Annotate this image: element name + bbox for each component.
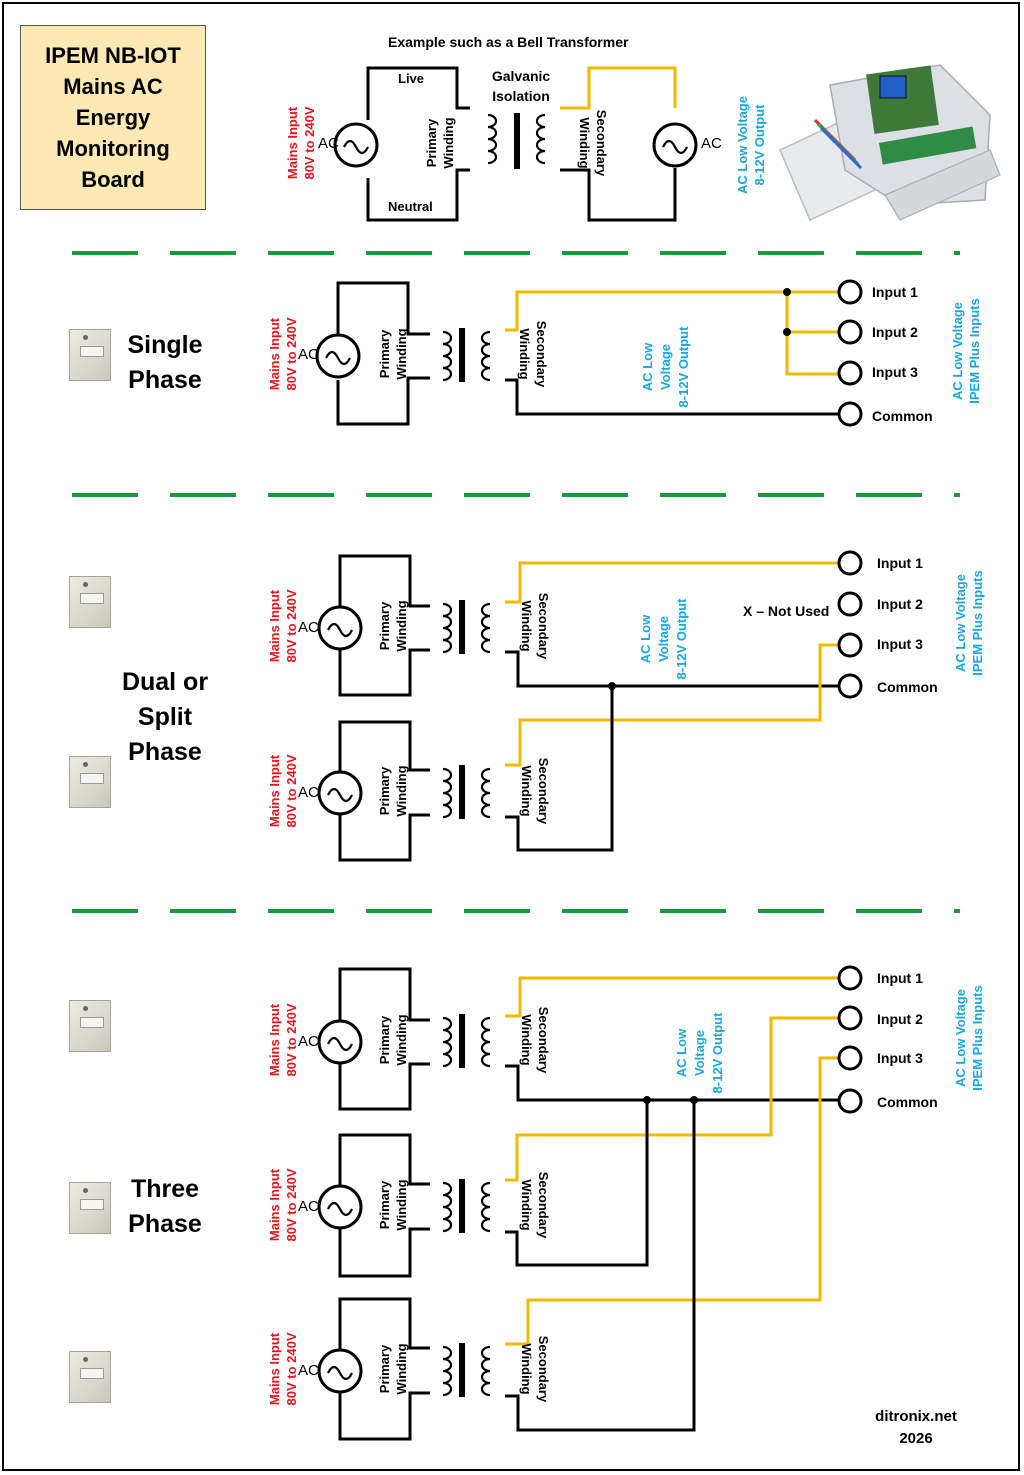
dual-phase-title: Dual or Split Phase <box>121 668 209 766</box>
primary-winding-label: Primary Winding <box>377 328 409 380</box>
secondary-winding-label: Secondary Winding <box>519 1171 551 1239</box>
title-line: Monitoring <box>56 136 170 161</box>
galvanic-isolation-label: Galvanic Isolation <box>491 68 551 104</box>
ac-output-label: AC <box>701 135 722 152</box>
secondary-winding-label: Secondary Winding <box>519 1335 551 1403</box>
terminal-input-3-label: Input 3 <box>877 1050 923 1066</box>
secondary-winding-label: Secondary Winding <box>519 1006 551 1074</box>
title-line: Mains AC <box>63 74 163 99</box>
single-phase-circuit <box>315 279 863 427</box>
terminal-input-2-label: Input 2 <box>877 1011 923 1027</box>
mains-input-label: Mains Input 80V to 240V <box>267 1332 299 1406</box>
example-heading: Example such as a Bell Transformer <box>388 34 629 50</box>
terminal-input-3-label: Input 3 <box>877 636 923 652</box>
ipem-plus-inputs-label: AC Low Voltage IPEM Plus Inputs <box>950 298 982 404</box>
secondary-winding-label: Secondary Winding <box>517 320 549 388</box>
ac-low-voltage-output-label: AC Low Voltage 8-12V Output <box>640 326 691 408</box>
terminal-input-1-label: Input 1 <box>877 970 923 986</box>
footer-year: 2026 <box>899 1430 933 1447</box>
ac-source-label: AC <box>318 135 339 152</box>
footer-credit: ditronix.net 2026 <box>866 1406 966 1450</box>
ipem-plus-inputs-label: AC Low Voltage IPEM Plus Inputs <box>953 570 985 676</box>
title-box: IPEM NB-IOT Mains AC Energy Monitoring B… <box>20 25 206 210</box>
ac-low-voltage-output-label: AC Low Voltage 8-12V Output <box>674 1012 725 1094</box>
secondary-winding-label: Secondary Winding <box>519 757 551 825</box>
terminal-input-3-label: Input 3 <box>872 364 918 380</box>
primary-winding-label: Primary Winding <box>377 1179 409 1231</box>
ac-low-voltage-output-label: AC Low Voltage 8-12V Output <box>735 96 767 194</box>
terminal-input-2-label: Input 2 <box>877 596 923 612</box>
not-used-label: X – Not Used <box>743 603 830 619</box>
ac-source-label: AC <box>298 619 319 636</box>
three-phase-title: Three Phase <box>128 1175 202 1238</box>
mains-input-label: Mains Input 80V to 240V <box>267 589 299 663</box>
mains-input-label: Mains Input 80V to 240V <box>267 754 299 828</box>
secondary-winding-label: Secondary Winding <box>577 109 609 177</box>
transformer-device-image <box>69 1351 111 1403</box>
dual-phase-circuit <box>317 550 863 862</box>
terminal-input-1-label: Input 1 <box>877 555 923 571</box>
single-phase-title: Single Phase <box>127 331 203 394</box>
transformer-device-image <box>69 576 111 628</box>
mains-input-label: Mains Input 80V to 240V <box>267 1003 299 1077</box>
title-line: IPEM NB-IOT <box>45 43 181 68</box>
terminal-input-2-label: Input 2 <box>872 324 918 340</box>
transformer-device-image <box>69 329 111 381</box>
title-line: Board <box>81 167 145 192</box>
primary-winding-label: Primary Winding <box>377 1014 409 1066</box>
ac-source-label: AC <box>298 1198 319 1215</box>
transformer-device-image <box>69 1182 111 1234</box>
mains-input-label: Mains Input 80V to 240V <box>267 1168 299 1242</box>
three-phase-circuit <box>317 965 863 1441</box>
terminal-common-label: Common <box>877 1094 938 1110</box>
mains-input-label: Mains Input 80V to 240V <box>285 106 317 180</box>
ac-source-label: AC <box>298 1033 319 1050</box>
transformer-device-image <box>69 1000 111 1052</box>
primary-winding-label: Primary Winding <box>377 600 409 652</box>
ac-low-voltage-output-label: AC Low Voltage 8-12V Output <box>638 598 689 680</box>
live-label: Live <box>398 71 425 86</box>
secondary-winding-label: Secondary Winding <box>519 592 551 660</box>
neutral-label: Neutral <box>388 199 433 214</box>
example-transformer <box>333 66 698 222</box>
footer-site: ditronix.net <box>875 1408 957 1425</box>
primary-winding-label: Primary Winding <box>377 1343 409 1395</box>
terminal-common-label: Common <box>877 679 938 695</box>
terminal-input-1-label: Input 1 <box>872 284 918 300</box>
primary-winding-label: Primary Winding <box>377 765 409 817</box>
transformer-device-image <box>69 756 111 808</box>
mains-input-label: Mains Input 80V to 240V <box>267 317 299 391</box>
ac-source-label: AC <box>298 1362 319 1379</box>
terminal-common-label: Common <box>872 408 933 424</box>
ipem-plus-inputs-label: AC Low Voltage IPEM Plus Inputs <box>953 985 985 1091</box>
title-line: Energy <box>75 105 151 130</box>
primary-winding-label: Primary Winding <box>424 117 456 169</box>
ipem-board-illustration <box>779 64 1001 222</box>
ac-source-label: AC <box>298 784 319 801</box>
ac-source-label: AC <box>298 346 319 363</box>
